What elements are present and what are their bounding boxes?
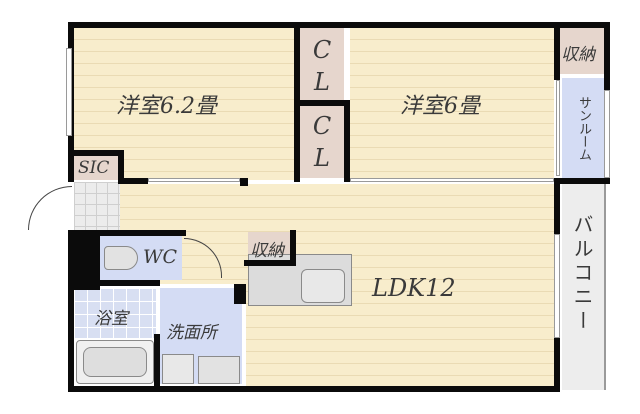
washing-machine-pan [162, 354, 194, 384]
sunroom [562, 78, 604, 178]
wall-right-outer [604, 22, 610, 90]
wall-mid-horizontal [118, 178, 148, 184]
sic-closet [72, 156, 118, 180]
wall-pillar [234, 284, 246, 304]
wall-top [68, 22, 608, 28]
wall-bath-divider [154, 334, 160, 390]
balcony-label: バルコニー [570, 214, 594, 334]
wall-storage-hall-right [290, 230, 296, 266]
window-sunroom-right [604, 90, 610, 178]
entrance-door[interactable] [28, 186, 72, 230]
wash-basin [198, 356, 240, 384]
wall-left-bath [68, 288, 74, 392]
wall-closet-divider [344, 100, 350, 182]
storage-top-right-label: 収納 [561, 45, 595, 65]
wall-bottom [68, 386, 560, 392]
sic-label: SIC [78, 158, 110, 178]
ldk-label: LDK12 [372, 274, 456, 302]
wall-right-inner [554, 22, 560, 78]
wall-closet-mid [294, 100, 350, 106]
wall-wc-bottom [68, 280, 160, 286]
sliding-door-room1 [148, 178, 240, 182]
wall-sunroom-bottom [554, 178, 610, 184]
closet-lower [300, 106, 344, 178]
storage-top-right [560, 28, 604, 74]
entrance-genkan [74, 182, 120, 230]
wall-storage-bottom [554, 72, 560, 80]
closet-upper [300, 28, 344, 100]
wc-toilet [104, 246, 138, 270]
sunroom-label: サンルーム [576, 96, 591, 161]
balcony [562, 184, 606, 390]
wall-wc-top [96, 230, 186, 236]
bathroom [74, 288, 156, 338]
closet-lower-label: CL [308, 112, 336, 176]
window-left [66, 48, 72, 136]
washroom-label: 洗面所 [166, 323, 217, 343]
wc-label: WC [143, 246, 178, 268]
bathtub [76, 340, 154, 384]
sliding-door-room2 [350, 178, 554, 182]
closet-upper-label: CL [308, 36, 336, 100]
wall-storage-hall [244, 260, 296, 266]
wall-sic-top [68, 150, 124, 156]
wall-sic-right [118, 152, 124, 182]
wall-mid-horizontal-2 [240, 178, 248, 186]
bathroom-label: 浴室 [94, 309, 128, 329]
western-room-6-2-label: 洋室6.2畳 [116, 94, 217, 119]
window-ldk [554, 234, 560, 338]
storage-hall-label: 収納 [250, 241, 284, 261]
western-room-6-label: 洋室6畳 [400, 94, 480, 119]
window-sunroom-left [556, 80, 560, 176]
western-room-6 [350, 28, 554, 180]
